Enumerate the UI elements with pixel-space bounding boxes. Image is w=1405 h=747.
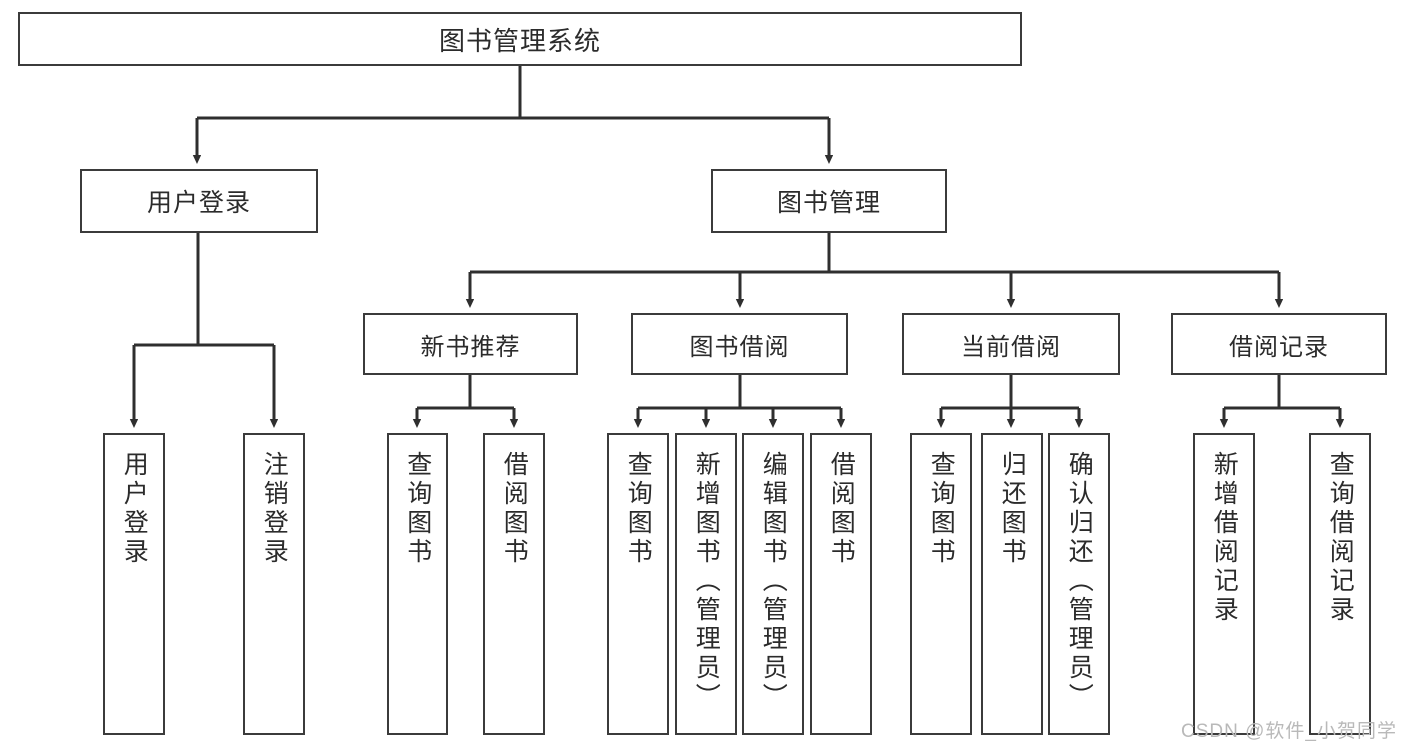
leaf-label: 编辑图书（管理员） xyxy=(759,451,788,712)
leaf-label: 借阅图书 xyxy=(500,451,529,567)
leaf-add-book-admin[interactable]: 新增图书（管理员） xyxy=(675,433,737,735)
node-book-management[interactable]: 图书管理 xyxy=(711,169,947,233)
leaf-label: 查询图书 xyxy=(927,451,956,567)
leaf-label: 用户登录 xyxy=(120,451,149,567)
watermark-text: CSDN @软件_小贺同学 xyxy=(1181,721,1397,742)
node-label: 借阅记录 xyxy=(1229,333,1329,361)
leaf-confirm-return-admin[interactable]: 确认归还（管理员） xyxy=(1048,433,1110,735)
leaf-user-login[interactable]: 用户登录 xyxy=(103,433,165,735)
node-book-borrow[interactable]: 图书借阅 xyxy=(631,313,848,375)
node-label: 用户登录 xyxy=(146,189,251,217)
node-label: 图书借阅 xyxy=(689,333,790,361)
leaf-label: 注销登录 xyxy=(260,451,289,567)
leaf-logout[interactable]: 注销登录 xyxy=(243,433,305,735)
leaf-label: 借阅图书 xyxy=(827,451,856,567)
leaf-label: 查询借阅记录 xyxy=(1326,451,1355,625)
node-label: 图书管理 xyxy=(776,189,881,217)
node-label: 图书管理系统 xyxy=(438,25,601,56)
leaf-label: 查询图书 xyxy=(624,451,653,567)
node-label: 当前借阅 xyxy=(961,333,1061,361)
leaf-borrow-books-recommend[interactable]: 借阅图书 xyxy=(483,433,545,735)
leaf-label: 查询图书 xyxy=(403,451,432,567)
node-borrow-records[interactable]: 借阅记录 xyxy=(1171,313,1387,375)
leaf-return-books[interactable]: 归还图书 xyxy=(981,433,1043,735)
leaf-label: 归还图书 xyxy=(998,451,1027,567)
leaf-add-borrow-record[interactable]: 新增借阅记录 xyxy=(1193,433,1255,735)
leaf-label: 新增图书（管理员） xyxy=(692,451,721,712)
leaf-borrow-books[interactable]: 借阅图书 xyxy=(810,433,872,735)
leaf-query-books-borrow[interactable]: 查询图书 xyxy=(607,433,669,735)
node-label: 新书推荐 xyxy=(420,333,521,361)
leaf-query-books-recommend[interactable]: 查询图书 xyxy=(387,433,448,735)
leaf-query-books-current[interactable]: 查询图书 xyxy=(910,433,972,735)
leaf-label: 确认归还（管理员） xyxy=(1065,451,1094,712)
leaf-edit-book-admin[interactable]: 编辑图书（管理员） xyxy=(742,433,804,735)
leaf-query-borrow-record[interactable]: 查询借阅记录 xyxy=(1309,433,1371,735)
node-new-book-recommend[interactable]: 新书推荐 xyxy=(363,313,578,375)
node-user-login[interactable]: 用户登录 xyxy=(80,169,318,233)
node-current-borrow[interactable]: 当前借阅 xyxy=(902,313,1120,375)
node-root-system[interactable]: 图书管理系统 xyxy=(18,12,1022,66)
leaf-label: 新增借阅记录 xyxy=(1210,451,1239,625)
